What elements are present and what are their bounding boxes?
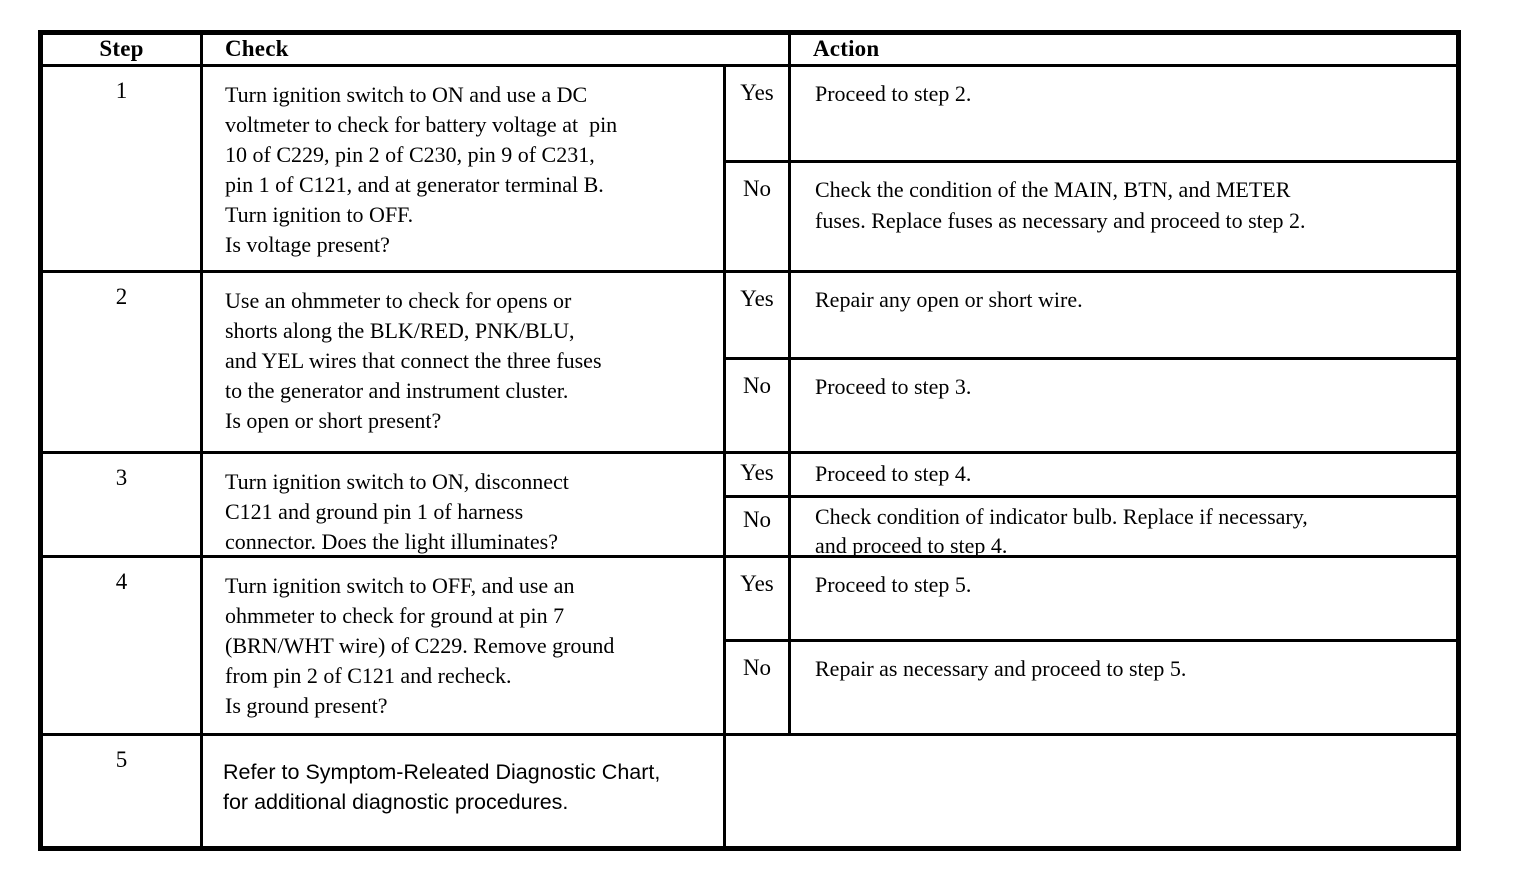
yes-label-1: Yes	[726, 67, 788, 160]
check-text-1: Turn ignition switch to ON and use a DC …	[203, 67, 723, 270]
no-label-2: No	[726, 360, 788, 451]
step-number-3: 3	[43, 454, 200, 555]
step-number-2: 2	[43, 273, 200, 451]
yes-label-3: Yes	[726, 454, 788, 495]
header-check: Check	[203, 35, 788, 64]
yes-action-2: Repair any open or short wire.	[791, 273, 1456, 357]
header-action: Action	[791, 35, 1456, 64]
action-empty-5	[726, 736, 1456, 846]
no-action-1: Check the condition of the MAIN, BTN, an…	[791, 163, 1456, 270]
step-number-5: 5	[43, 736, 200, 846]
yes-label-4: Yes	[726, 558, 788, 639]
check-text-3: Turn ignition switch to ON, disconnect C…	[203, 454, 723, 555]
yes-label-2: Yes	[726, 273, 788, 357]
no-label-1: No	[726, 163, 788, 270]
check-text-4: Turn ignition switch to OFF, and use an …	[203, 558, 723, 733]
step-number-4: 4	[43, 558, 200, 733]
header-step: Step	[43, 35, 200, 64]
no-action-3: Check condition of indicator bulb. Repla…	[791, 498, 1456, 555]
step-number-1: 1	[43, 67, 200, 270]
no-label-4: No	[726, 642, 788, 733]
yes-action-4: Proceed to step 5.	[791, 558, 1456, 639]
yes-action-1: Proceed to step 2.	[791, 67, 1456, 160]
check-text-5: Refer to Symptom-Releated Diagnostic Cha…	[203, 736, 723, 846]
yes-action-3: Proceed to step 4.	[791, 454, 1456, 495]
check-text-2: Use an ohmmeter to check for opens or sh…	[203, 273, 723, 451]
no-label-3: No	[726, 498, 788, 555]
no-action-2: Proceed to step 3.	[791, 360, 1456, 451]
diagnostic-table: Step Check Action 1 Turn ignition switch…	[38, 30, 1461, 851]
no-action-4: Repair as necessary and proceed to step …	[791, 642, 1456, 733]
